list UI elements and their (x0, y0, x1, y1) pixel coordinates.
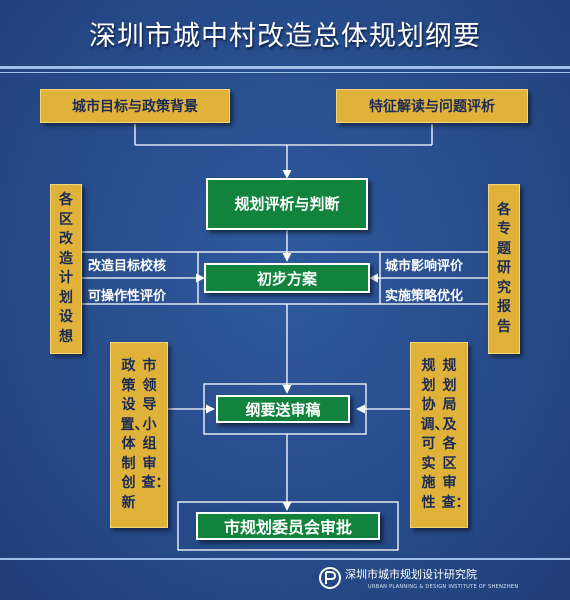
node-outline-review: 纲要送审稿 (216, 395, 350, 423)
footer-rule (0, 558, 570, 560)
node-bureau-review-line2: 规划协调、可实施性 (420, 358, 449, 511)
footer-org-en: URBAN PLANNING & DESIGN INSTITUTE OF SHE… (368, 584, 519, 590)
node-planning-eval-label: 规划评析与判断 (234, 195, 340, 213)
node-leader-review-line2: 政策设置、体制创新 (120, 358, 149, 511)
node-district-plans: 各区改造计划设想 (50, 184, 82, 354)
footer-org: 深圳市城市规划设计研究院 (345, 568, 477, 581)
node-bureau-review-line1: 规划局及各区审查： (441, 358, 470, 511)
node-leader-review-text: 市领导小组审查： 政策设置、体制创新 (120, 357, 170, 513)
institute-logo-icon (319, 567, 341, 589)
node-preliminary: 初步方案 (204, 263, 370, 293)
title-rule (0, 66, 570, 69)
label-strategy-opt: 实施策略优化 (385, 289, 464, 304)
label-operability: 可操作性评价 (88, 289, 167, 304)
node-bureau-review: 规划局及各区审查： 规划协调、可实施性 (410, 342, 470, 528)
node-preliminary-label: 初步方案 (256, 269, 317, 288)
node-district-plans-label: 各区改造计划设想 (59, 192, 73, 345)
node-planning-eval: 规划评析与判断 (206, 178, 368, 230)
node-district-plans-text: 各区改造计划设想 (58, 191, 74, 347)
node-feature-analysis-label: 特征解读与问题评析 (369, 99, 495, 115)
node-bureau-review-text: 规划局及各区审查： 规划协调、可实施性 (420, 357, 470, 513)
node-special-reports: 各专题研究报告 (488, 184, 520, 354)
node-feature-analysis: 特征解读与问题评析 (336, 89, 528, 123)
label-target-check: 改造目标校核 (88, 259, 167, 274)
node-leader-review: 市领导小组审查： 政策设置、体制创新 (110, 342, 170, 528)
label-city-impact: 城市影响评价 (385, 259, 464, 274)
node-special-reports-text: 各专题研究报告 (496, 201, 512, 338)
node-city-goals-label: 城市目标与政策背景 (72, 99, 198, 115)
node-city-goals: 城市目标与政策背景 (40, 89, 230, 123)
node-outline-review-label: 纲要送审稿 (245, 400, 321, 419)
final-frame (177, 501, 399, 551)
node-special-reports-label: 各专题研究报告 (497, 201, 511, 335)
node-final-approval: 市规划委员会审批 (196, 512, 380, 540)
title-rule-thin (0, 72, 570, 73)
node-leader-review-line1: 市领导小组审查： (141, 358, 170, 491)
page-title: 深圳市城中村改造总体规划纲要 (89, 21, 481, 52)
node-final-approval-label: 市规划委员会审批 (223, 518, 352, 537)
